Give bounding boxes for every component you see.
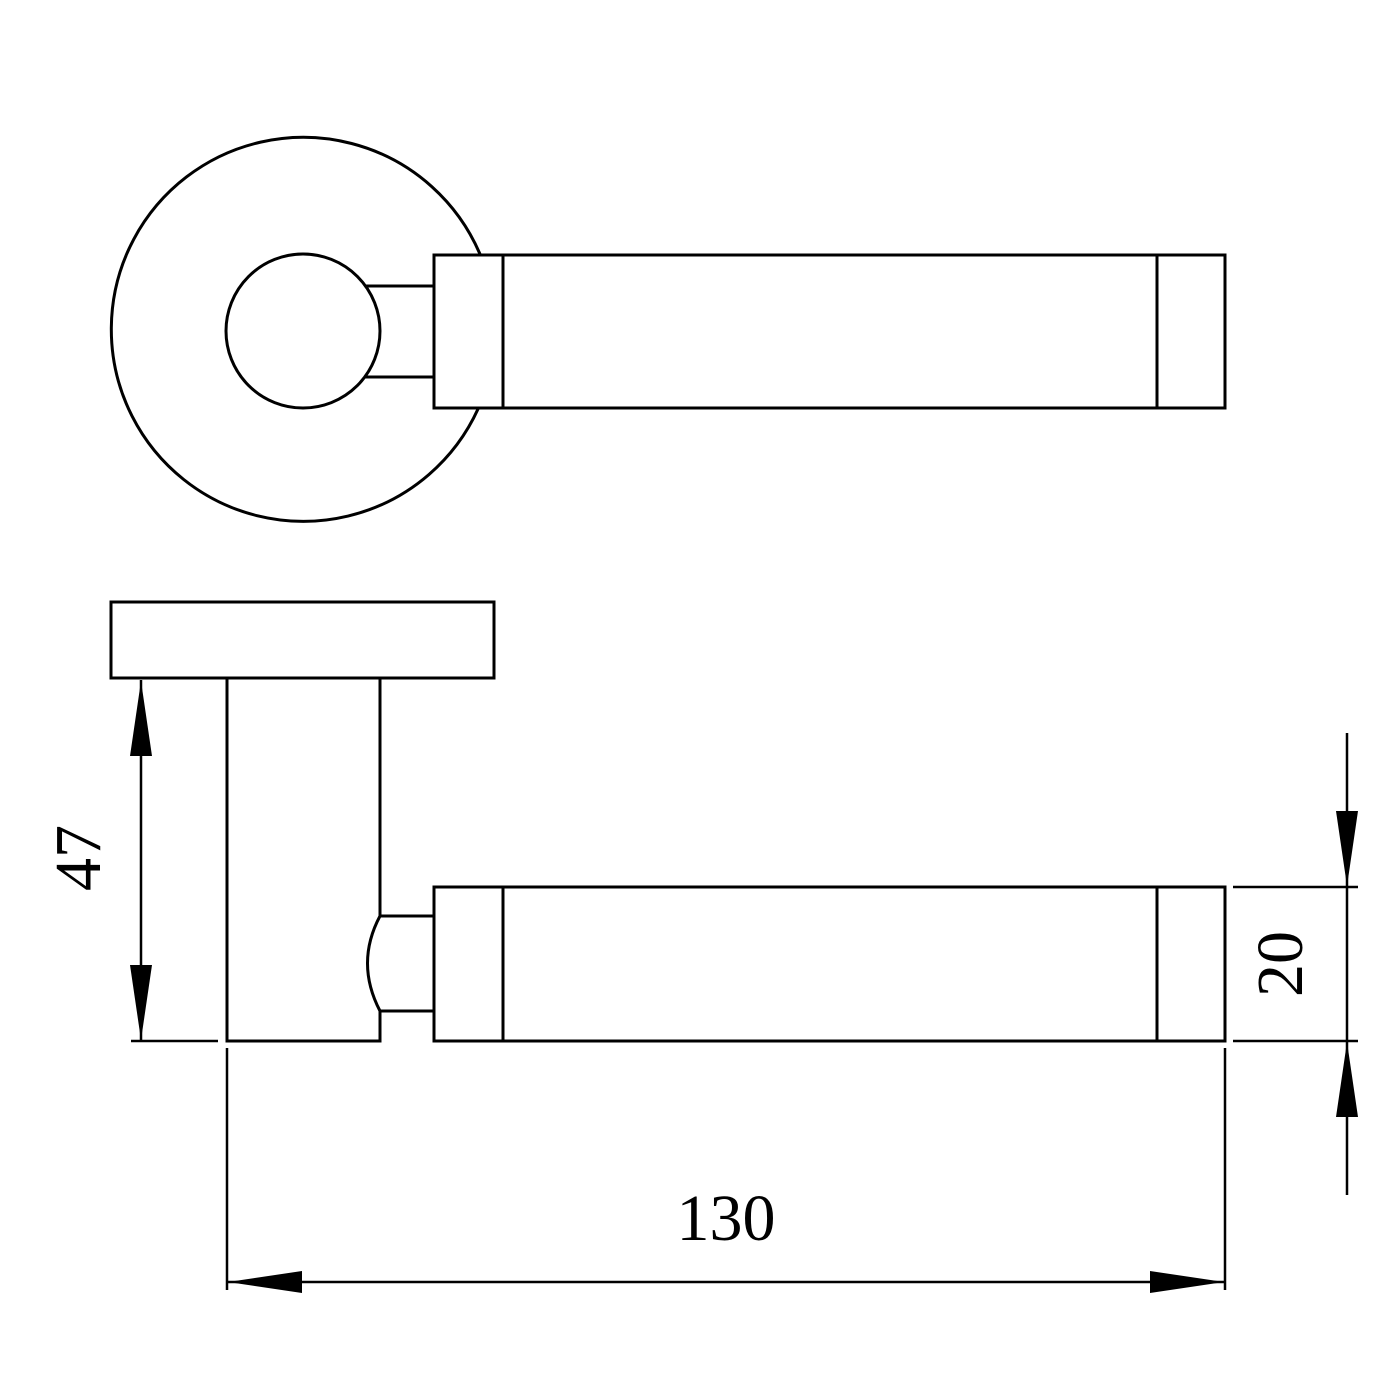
rose-plate: [109, 600, 496, 680]
dimension-130: 130: [225, 1048, 1227, 1293]
rose-stem: [225, 678, 382, 1043]
dim-20-label: 20: [1244, 931, 1317, 997]
dim-20-arrow-up: [1336, 1042, 1358, 1117]
top-view: [109, 135, 1227, 523]
side-view: [109, 600, 1227, 1043]
dim-47-arrow-up: [130, 681, 152, 756]
dim-20-arrow-down: [1336, 811, 1358, 886]
lever-body-side: [432, 885, 1227, 1043]
rose-outer-circle: [109, 135, 482, 523]
dim-130-arrow-right: [1150, 1271, 1224, 1293]
lever-body-top: [432, 253, 1227, 410]
spindle-circle: [224, 252, 382, 410]
dimension-47: 47: [42, 680, 218, 1043]
dim-47-label: 47: [42, 825, 115, 891]
dimension-20: 20: [1233, 733, 1358, 1195]
dim-47-arrow-down: [130, 965, 152, 1040]
dim-130-arrow-left: [228, 1271, 302, 1293]
joint-curve: [366, 913, 383, 1014]
dim-130-label: 130: [677, 1182, 776, 1255]
